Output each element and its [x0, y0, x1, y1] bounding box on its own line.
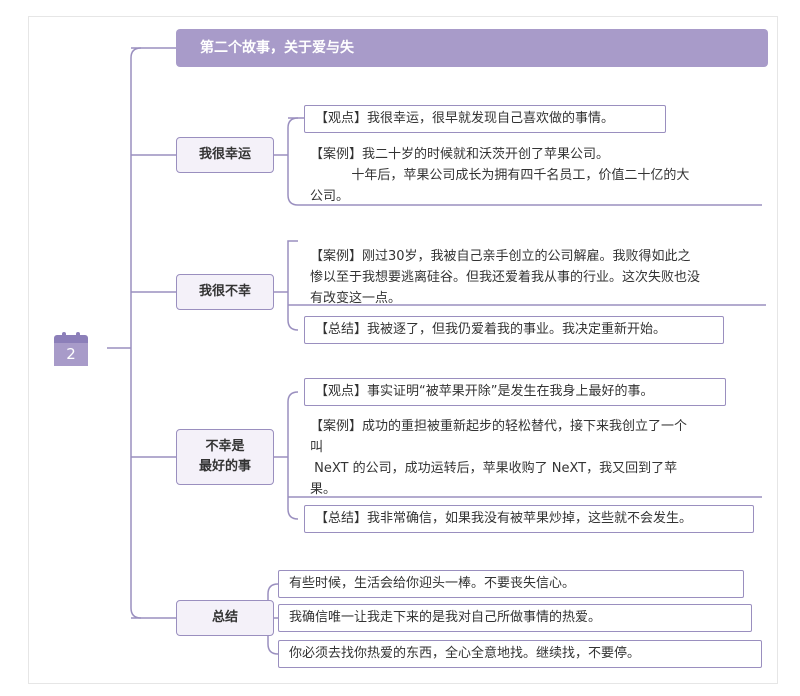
section-title: 第二个故事，关于爱与失 — [176, 29, 768, 67]
conclusion-item-2: 我确信唯一让我走下来的是我对自己所做事情的热爱。 — [278, 604, 752, 632]
branch-misfortune-best: 不幸是 最好的事 — [176, 429, 274, 485]
branch-conclusion: 总结 — [176, 600, 274, 636]
calendar-icon: 2 — [54, 332, 88, 366]
misfortune-viewpoint: 【观点】事实证明“被苹果开除”是发生在我身上最好的事。 — [304, 378, 726, 406]
lucky-viewpoint: 【观点】我很幸运，很早就发现自己喜欢做的事情。 — [304, 105, 666, 133]
misfortune-summary: 【总结】我非常确信，如果我没有被苹果炒掉，这些就不会发生。 — [304, 505, 754, 533]
conclusion-item-3: 你必须去找你热爱的东西，全心全意地找。继续找，不要停。 — [278, 640, 762, 668]
misfortune-case: 【案例】成功的重担被重新起步的轻松替代，接下来我创立了一个 叫 NeXT 的公司… — [310, 419, 688, 497]
unlucky-case: 【案例】刚过30岁，我被自己亲手创立的公司解雇。我败得如此之 惨以至于我想要逃离… — [310, 249, 701, 306]
lucky-case: 【案例】我二十岁的时候就和沃茨开创了苹果公司。 十年后，苹果公司成长为拥有四千名… — [310, 147, 690, 204]
branch-unlucky: 我很不幸 — [176, 274, 274, 310]
root-number: 2 — [54, 343, 88, 366]
conclusion-item-1: 有些时候，生活会给你迎头一棒。不要丧失信心。 — [278, 570, 744, 598]
branch-lucky: 我很幸运 — [176, 137, 274, 173]
unlucky-summary: 【总结】我被逐了，但我仍爱着我的事业。我决定重新开始。 — [304, 316, 724, 344]
